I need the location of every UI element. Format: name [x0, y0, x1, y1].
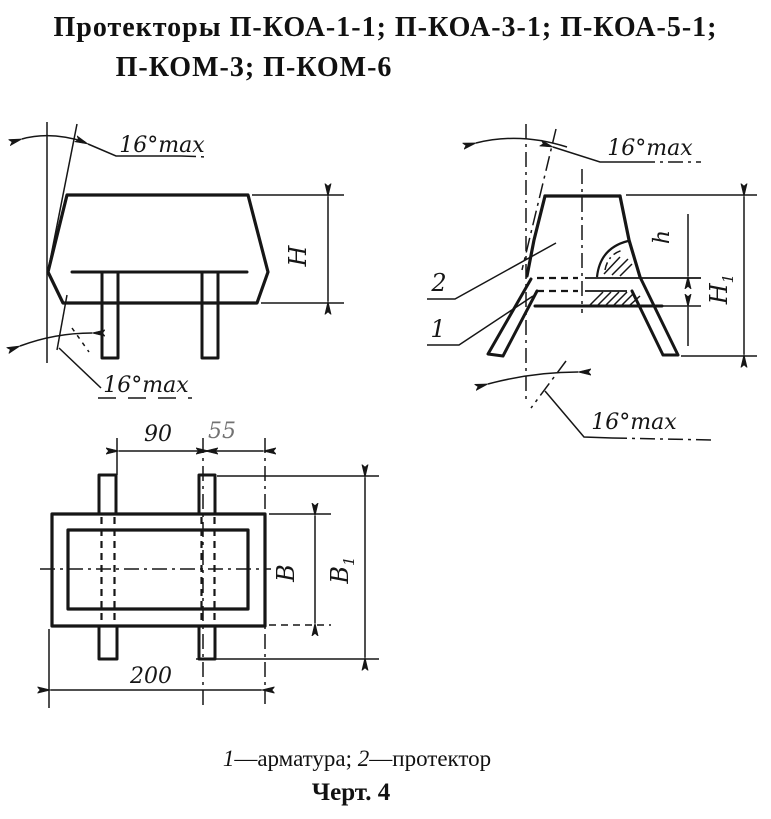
ref-label-2: 2	[430, 269, 446, 297]
dim-label-B1: В1	[326, 556, 358, 584]
body-plan-outline	[50, 512, 267, 628]
dimension-H: H	[252, 195, 344, 303]
dim-label-H1: H1	[705, 274, 737, 305]
ref-label-1: 1	[430, 315, 445, 343]
dimension-B: В	[269, 514, 331, 625]
callout-protector: 2	[427, 242, 557, 300]
dimension-h: h	[650, 214, 688, 346]
armature-strip-left	[486, 277, 539, 358]
protector-body-outline	[46, 193, 270, 305]
dimension-200: 200	[49, 629, 262, 708]
angle-label-bottom: 16°max	[591, 410, 677, 435]
side-view: 16°max H 16°max	[20, 122, 344, 399]
page-title-line1: Протекторы П-КОА-1-1; П-КОА-3-1; П-КОА-5…	[53, 12, 718, 43]
caption-ref2-num: 2	[357, 746, 370, 771]
dim-label-90: 90	[144, 422, 172, 447]
dimension-90: 90	[117, 422, 205, 475]
tilt-limit-line-top	[521, 128, 557, 271]
hatching-upper	[603, 256, 633, 277]
angle-annotation-bottom: 16°max	[488, 360, 714, 441]
protector-section-outline	[525, 194, 701, 308]
angle-annotation-top: 16°max	[22, 133, 210, 158]
dim-label-55: 55	[208, 419, 236, 444]
angle-label-bottom: 16°max	[103, 373, 189, 398]
armature-legs	[100, 270, 220, 360]
caption-ref1-text: —арматура;	[234, 746, 358, 771]
caption-ref1-num: 1	[222, 746, 235, 771]
caption-ref2-text: —протектор	[369, 746, 492, 771]
section-detail	[585, 239, 701, 306]
dimension-B1: В1	[196, 476, 379, 659]
callout-armature: 1	[427, 295, 534, 346]
page-title-line2: П-КОМ-3; П-КОМ-6	[115, 52, 393, 83]
armature-tabs	[97, 473, 217, 661]
hatching-lower	[589, 291, 641, 306]
hidden-armature-lines	[537, 276, 578, 293]
dimension-55: 55	[208, 419, 263, 451]
dim-label-B: В	[272, 564, 300, 583]
plan-view: 90 55 200 В В1	[40, 419, 379, 710]
figure-caption: 1—арматура; 2—протектор	[0, 746, 714, 772]
angle-annotation-bottom: 16°max	[20, 294, 192, 399]
section-view: 16°max	[427, 124, 757, 441]
armature-strip-right	[630, 275, 680, 357]
dim-label-h: h	[650, 230, 675, 244]
hidden-tab-lines	[100, 517, 216, 624]
angle-label-top: 16°max	[607, 136, 693, 161]
angle-annotation-top: 16°max	[476, 136, 701, 163]
plan-centerlines	[40, 438, 271, 710]
angle-label-top: 16°max	[119, 133, 205, 158]
dim-label-H: H	[284, 244, 312, 267]
dimension-H1: H1	[626, 195, 757, 356]
dim-label-200: 200	[129, 664, 172, 689]
figure-number: Черт. 4	[311, 779, 391, 806]
